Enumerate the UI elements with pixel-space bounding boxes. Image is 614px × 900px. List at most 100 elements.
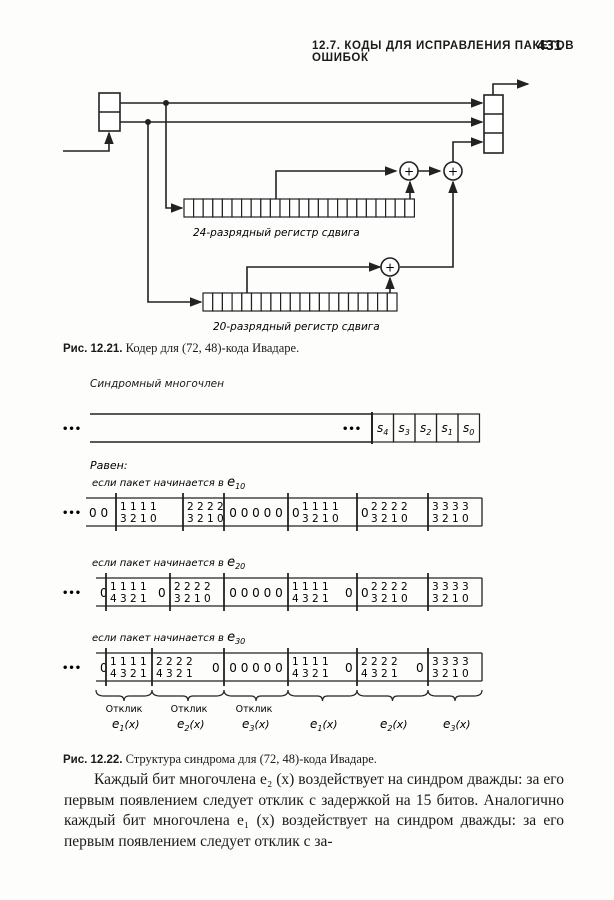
segment-post: 0 [416,661,424,675]
register-cell [212,292,223,312]
ellipsis-middle: ••• [342,424,361,435]
segment-post: 0 [345,586,353,600]
adder-3: + [380,257,400,277]
syndrome-segment: 2 2 2 23 2 1 0 [187,501,224,525]
syndrome-segment: 2 2 2 23 2 1 0 [174,581,211,605]
register-cell [308,198,319,218]
section-number: 12.7. [312,40,341,52]
brace-label-response: Отклик [171,704,208,715]
output-buffer [483,94,504,154]
register-cell [375,198,387,218]
register-cell [202,292,214,312]
running-header: 12.7. КОДЫ ДЛЯ ИСПРАВЛЕНИЯ ПАКЕТОВ ОШИБО… [312,40,614,64]
register-cell [183,198,195,218]
segment-top: 1 1 1 1 [292,581,329,593]
brace-label-poly: e2(x) [380,717,408,733]
row-ellipsis: ••• [62,508,81,519]
segment-top: 2 2 2 2 [371,501,408,513]
segment-bottom: 4 3 2 1 [110,593,147,605]
register-cell [260,198,271,218]
syndrome-title: Синдромный многочлен [90,378,224,390]
register-20-label: 20-разрядный регистр сдвига [213,321,380,333]
segment-top: 1 1 1 1 [302,501,339,513]
segment-top: 1 1 1 1 [120,501,157,513]
segment-zeros: 0 0 0 0 0 [229,506,282,520]
brace-label-poly: e3(x) [443,717,471,733]
syndrome-segment: 3 3 3 33 2 1 0 [432,501,469,525]
row-lead: 0 0 [89,506,108,520]
brace-label-poly: e3(x) [242,717,270,733]
syndrome-segment: 1 1 1 14 3 2 1 [110,656,147,680]
segment-bottom: 3 2 1 0 [302,513,339,525]
register-cell [318,292,330,312]
register-cell [337,198,348,218]
segment-bottom: 3 2 1 0 [432,668,469,680]
page-number: 431 [537,37,563,54]
register-cell [394,198,406,218]
register-cell [250,198,262,218]
brace-label-poly: e1(x) [112,717,140,733]
register-cell [317,198,329,218]
register-cell [356,198,367,218]
register-cell [365,198,377,218]
syndrome-cell-label: s2 [420,421,431,437]
brace [151,689,225,702]
register-cell [328,292,340,312]
brace [287,689,358,702]
segment-post: 0 [345,661,353,675]
segment-top: 3 3 3 3 [432,656,469,668]
register-cell [212,198,224,218]
register-cell [385,198,396,218]
caption-text: Структура синдрома для (72, 48)-кода Ива… [125,752,377,766]
case-label: если пакет начинается в e30 [92,630,245,646]
register-cell [377,292,388,312]
register-24-label: 24-разрядный регистр сдвига [193,227,360,239]
register-cell [241,198,252,218]
row-ellipsis: ••• [62,663,81,674]
register-cell [346,198,358,218]
register-cell [299,292,311,312]
register-cell [298,198,310,218]
register-cell [404,198,415,218]
figure-caption-12-22: Рис. 12.22. Структура синдрома для (72, … [63,752,377,767]
segment-zeros: 0 0 0 0 0 [229,586,282,600]
segment-bottom: 4 3 2 1 [292,593,329,605]
brace-group: Откликe1(x)Откликe2(x)Откликe3(x)e1(x)e2… [95,689,483,733]
syndrome-cell [457,413,481,443]
register-cell [231,198,243,218]
syndrome-segment: 1 1 1 14 3 2 1 0 [292,581,353,605]
syndrome-segment: 3 3 3 33 2 1 0 [432,656,469,680]
register-cell [241,292,253,312]
register-cell [221,198,233,218]
segment-bottom: 4 3 2 1 [292,668,329,680]
shift-register-20 [202,292,398,312]
register-cell [289,292,301,312]
segment-bottom: 3 2 1 0 [432,513,469,525]
segment-top: 2 2 2 2 [187,501,224,513]
brace-label-poly: e1(x) [310,717,338,733]
brace [95,689,153,702]
syndrome-segment: 0 0 0 0 0 [229,586,282,600]
brace [223,689,289,702]
segment-bottom: 3 2 1 0 [432,593,469,605]
case-label: если пакет начинается в e10 [92,475,245,491]
register-cell [309,292,321,312]
register-cell [202,198,214,218]
register-cell [280,292,291,312]
segment-post: 0 [158,586,166,600]
register-cell [367,292,379,312]
register-cell [260,292,272,312]
segment-pre: 0 [361,506,369,520]
segment-bottom: 3 2 1 0 [371,593,408,605]
register-cell [338,292,350,312]
syndrome-cell-label: s4 [377,421,388,437]
